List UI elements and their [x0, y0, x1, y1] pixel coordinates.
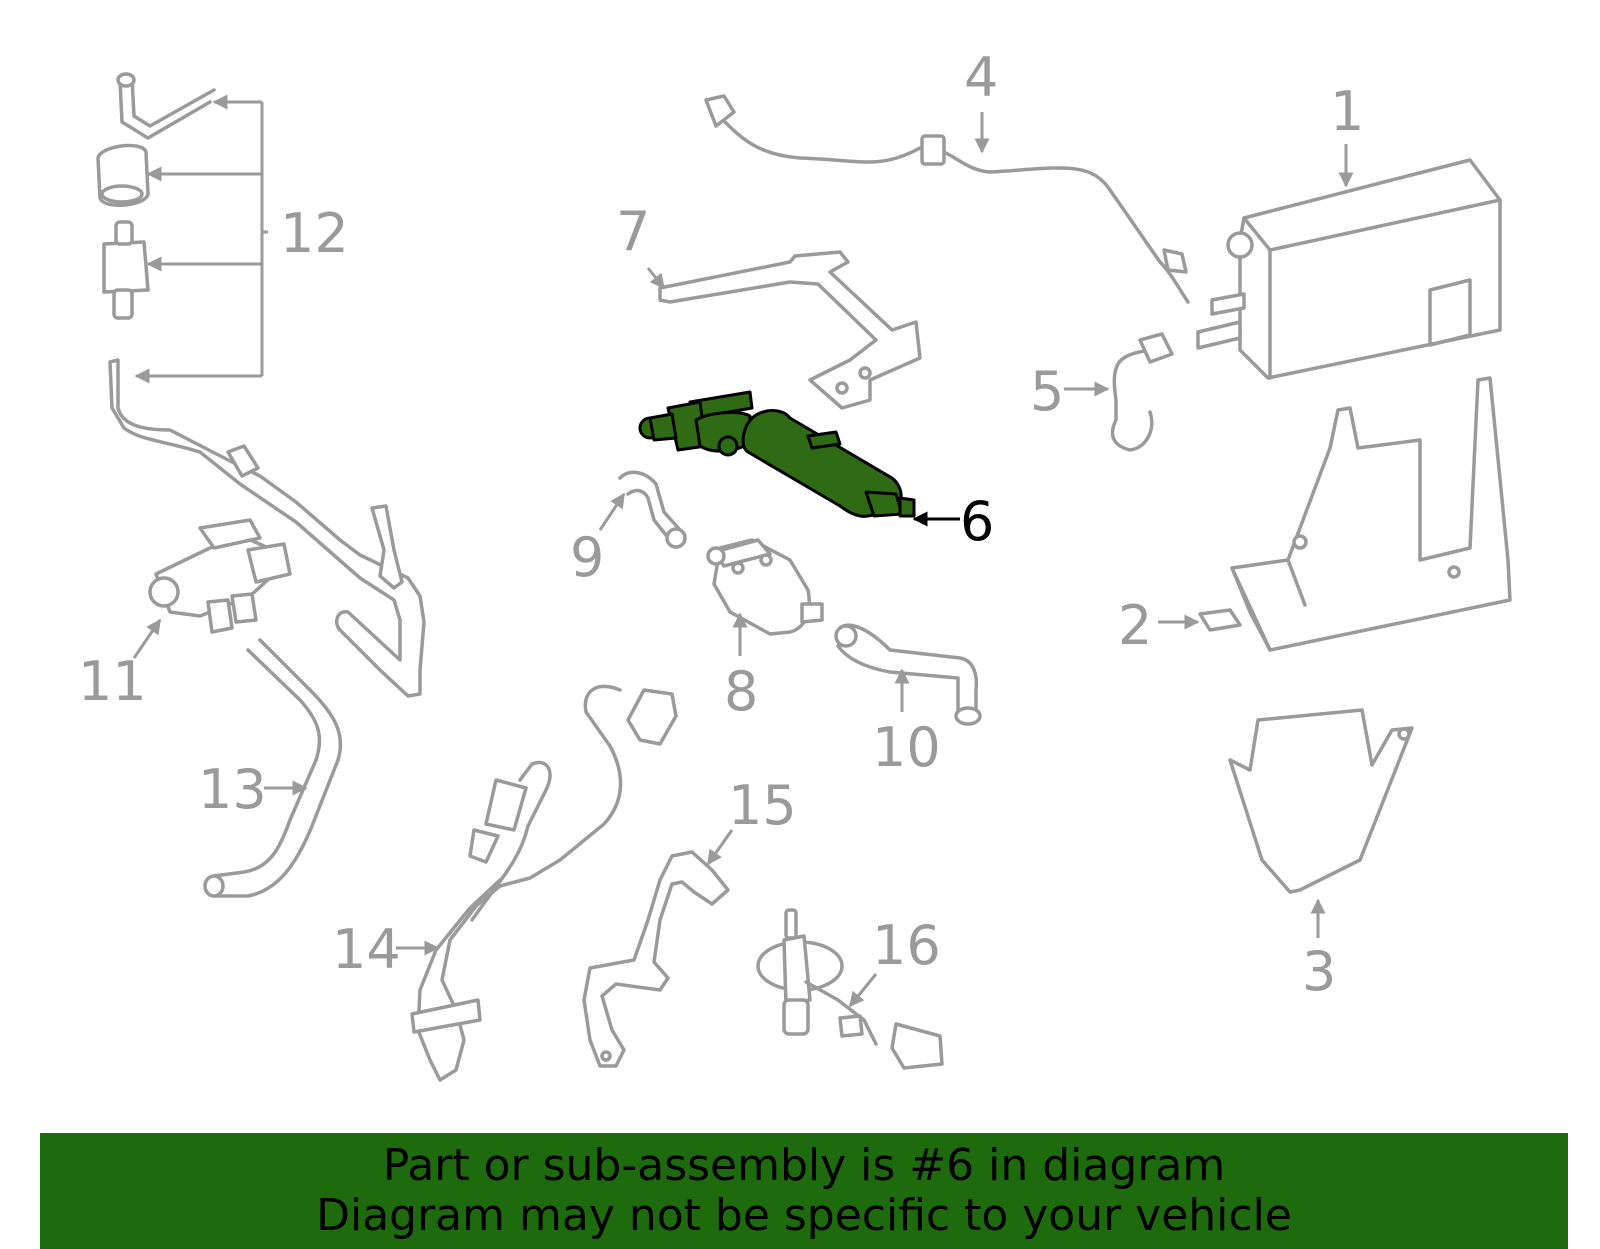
info-banner: Part or sub-assembly is #6 in diagram Di… [40, 1133, 1568, 1249]
part-15-bracket[interactable] [582, 850, 730, 1068]
callout-11: 11 [78, 650, 147, 713]
callout-16: 16 [872, 914, 941, 977]
callout-10: 10 [872, 716, 941, 779]
part-12-hose-kit[interactable] [96, 72, 426, 698]
callout-8: 8 [724, 660, 758, 723]
callout-15: 15 [728, 774, 797, 837]
callout-labels: 1 2 3 4 5 6 7 8 9 10 11 12 13 14 15 16 [78, 46, 1364, 1003]
part-14-sensor-harness[interactable] [410, 684, 678, 1082]
callout-1: 1 [1330, 80, 1364, 143]
part-4-hose[interactable] [704, 94, 1190, 304]
callout-2: 2 [1118, 594, 1152, 657]
banner-line-disclaimer: Diagram may not be specific to your vehi… [316, 1190, 1292, 1241]
callout-5: 5 [1030, 360, 1064, 423]
banner-line-part-number: Part or sub-assembly is #6 in diagram [382, 1140, 1226, 1191]
part-5-hose[interactable] [1110, 332, 1174, 452]
callout-14: 14 [332, 918, 401, 981]
part-7-bracket[interactable] [658, 250, 922, 410]
part-2-bracket[interactable] [1198, 376, 1512, 652]
callout-leaders [132, 94, 1354, 1008]
part-9-hose[interactable] [618, 470, 687, 549]
callout-13: 13 [198, 758, 267, 821]
part-11-vent-valve[interactable] [148, 518, 292, 634]
part-16-sensor[interactable] [756, 908, 944, 1070]
part-3-shield[interactable] [1228, 708, 1414, 894]
part-1-canister[interactable] [1196, 158, 1502, 380]
part-6-purge-valve[interactable] [638, 390, 916, 518]
callout-4: 4 [964, 46, 998, 109]
part-10-hose[interactable] [834, 623, 982, 726]
callout-12: 12 [280, 202, 349, 265]
callout-6: 6 [960, 490, 994, 553]
callout-3: 3 [1302, 940, 1336, 1003]
part-8-solenoid[interactable] [706, 538, 824, 636]
parts-diagram: 1 2 3 4 5 6 7 8 9 10 11 12 13 14 15 16 [78, 46, 1512, 1082]
callout-7: 7 [616, 200, 650, 263]
callout-9: 9 [570, 526, 604, 589]
